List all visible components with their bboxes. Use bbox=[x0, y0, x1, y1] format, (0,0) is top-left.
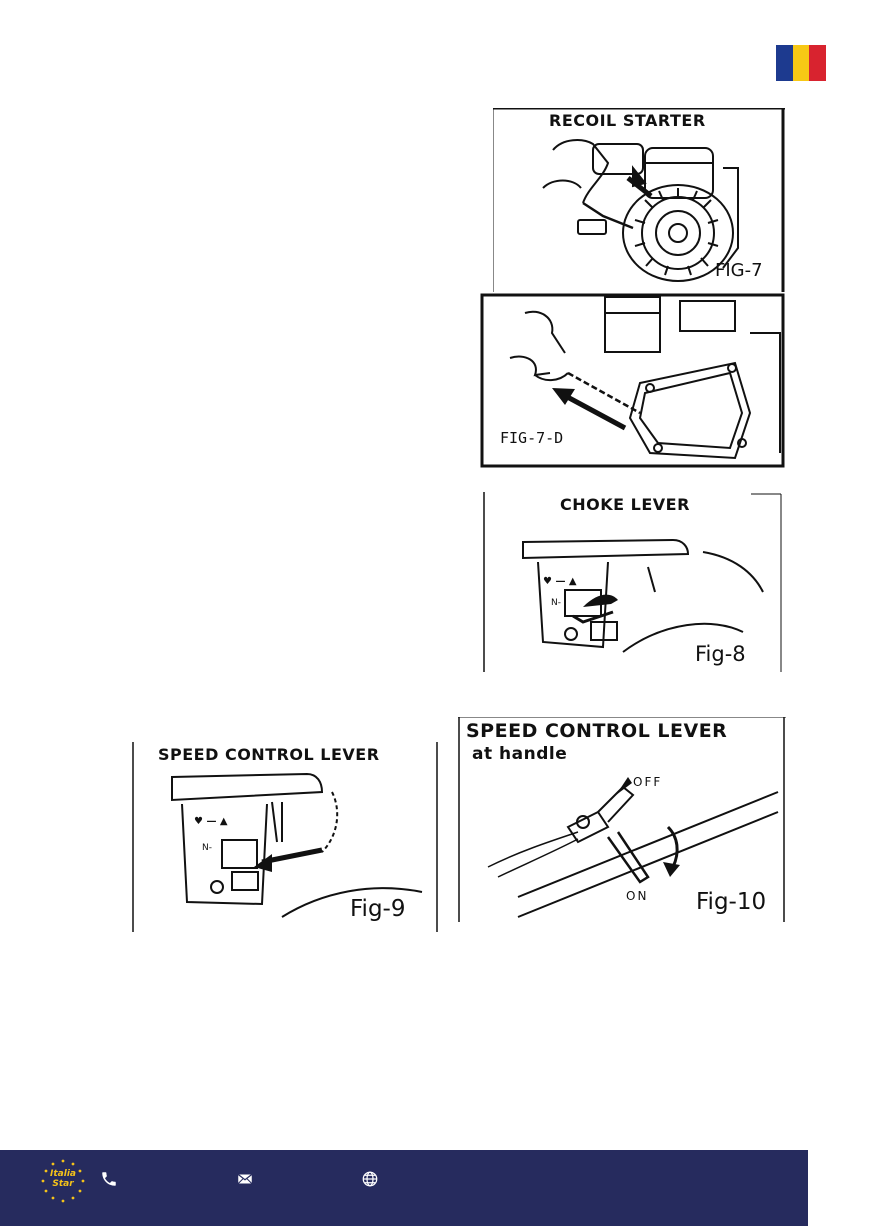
figure-speed-control-lever: ♥ — ▲ N- SPEED CONTROL LEVER Fig-9 bbox=[132, 742, 438, 932]
language-flag bbox=[776, 45, 826, 81]
figure-choke-lever: ♥ — ▲ N- CHOKE LEVER Fig-8 bbox=[483, 492, 783, 672]
flag-blue-stripe bbox=[776, 45, 793, 81]
figure-speed-lever-handle: SPEED CONTROL LEVER at handle OFF ON Fig… bbox=[458, 717, 786, 922]
flag-yellow-stripe bbox=[793, 45, 810, 81]
fig10-off-label: OFF bbox=[633, 775, 662, 789]
mail-icon[interactable] bbox=[236, 1170, 254, 1188]
svg-text:♥ — ▲: ♥ — ▲ bbox=[194, 816, 228, 827]
italia-star-logo: Italia Star bbox=[40, 1158, 86, 1204]
fig8-title: CHOKE LEVER bbox=[560, 495, 690, 514]
fig10-label: Fig-10 bbox=[696, 889, 766, 915]
svg-text:N-: N- bbox=[202, 843, 212, 853]
fig10-title: SPEED CONTROL LEVER bbox=[466, 720, 727, 742]
footer-bar: Italia Star bbox=[0, 1150, 808, 1226]
fig8-label: Fig-8 bbox=[695, 642, 746, 666]
figure-recoil-starter: RECOIL STARTER FIG-7 bbox=[493, 108, 785, 292]
fig10-on-label: ON bbox=[626, 889, 648, 903]
logo-line1: Italia bbox=[40, 1169, 86, 1179]
fig9-label: Fig-9 bbox=[350, 896, 405, 922]
phone-icon[interactable] bbox=[100, 1170, 118, 1188]
flag-red-stripe bbox=[809, 45, 826, 81]
globe-icon[interactable] bbox=[361, 1170, 379, 1188]
svg-text:N-: N- bbox=[551, 598, 561, 608]
figure-pull-cord: FIG-7-D bbox=[480, 293, 785, 468]
fig9-title: SPEED CONTROL LEVER bbox=[158, 745, 380, 764]
fig7-title: RECOIL STARTER bbox=[549, 111, 706, 130]
fig10-subtitle: at handle bbox=[472, 744, 567, 764]
svg-text:♥ — ▲: ♥ — ▲ bbox=[543, 576, 577, 587]
fig7d-label: FIG-7-D bbox=[500, 429, 563, 447]
fig7-label: FIG-7 bbox=[715, 260, 763, 281]
logo-line2: Star bbox=[40, 1179, 86, 1189]
